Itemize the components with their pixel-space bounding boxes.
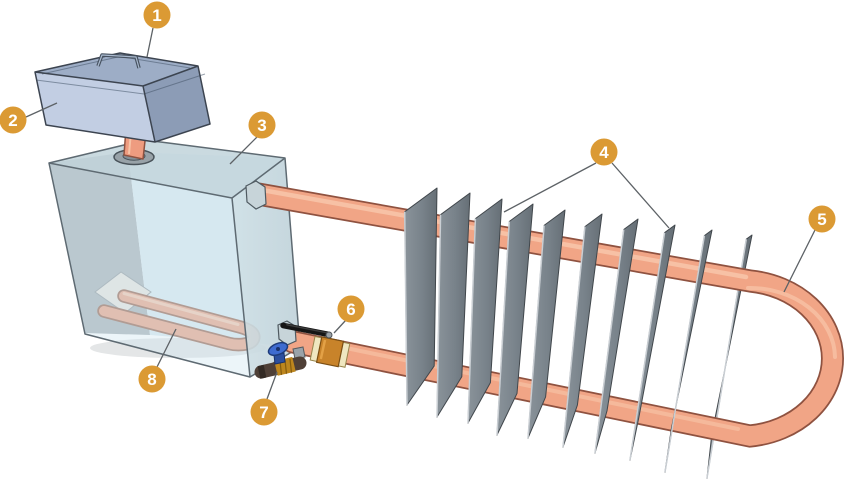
ball-valve: [280, 322, 351, 368]
expansion-tank-top-face: [35, 53, 198, 86]
ball-valve-body: [315, 336, 345, 368]
callout-number: 3: [257, 116, 266, 135]
callout-number: 7: [259, 403, 268, 422]
tank-top-face: [49, 140, 285, 198]
fin-edge-highlight: [664, 235, 706, 473]
callout-number: 8: [147, 370, 156, 389]
callout-number: 1: [152, 6, 161, 25]
leader-lines: [25, 27, 816, 400]
fin-edge-highlight: [527, 225, 545, 439]
expansion-tank-assembly: [34, 52, 211, 166]
leader-line-2: [25, 102, 58, 118]
fin-edge-highlight: [562, 226, 586, 448]
callout-1-expansion-tank-lid-handle: 1: [143, 1, 171, 29]
heater-tank: [48, 139, 301, 378]
callout-number: 5: [817, 210, 826, 229]
callout-circle: [143, 1, 171, 29]
leader-line-5: [783, 229, 816, 293]
callout-4-radiator-fins: 4: [590, 138, 618, 166]
leader-line-3: [229, 136, 258, 165]
drain-valve-handle-hub: [276, 347, 280, 351]
supply-hex-fitting: [245, 180, 267, 210]
return-pipe-highlight: [320, 341, 740, 431]
fin-edge-highlight: [629, 232, 666, 461]
fin-edge-highlight: [436, 214, 442, 418]
fin-edge-highlight: [403, 211, 408, 406]
callout-badges: 1 2 3 4 5 6 7 8: [0, 1, 836, 426]
fin-edge-highlight: [594, 229, 625, 454]
callout-number: 2: [8, 111, 17, 130]
drain-valve-attachment: [292, 346, 306, 360]
callout-circle: [808, 205, 836, 233]
ball-valve-lever: [280, 322, 332, 338]
lid-handle: [96, 53, 141, 69]
leader-line-7: [266, 371, 278, 400]
ball-valve-lever-sheen: [286, 324, 328, 334]
tank-front-glass: [49, 163, 250, 377]
drain-valve: [254, 341, 307, 379]
callout-3-heater-tank: 3: [248, 111, 276, 139]
callout-7-drain-valve: 7: [250, 398, 278, 426]
u-bend-highlight: [746, 285, 837, 359]
callout-number: 4: [599, 143, 609, 162]
lid-handle-sheen: [97, 54, 140, 69]
leader-line-4b: [611, 162, 670, 229]
callout-number: 6: [346, 300, 355, 319]
ball-valve-stem-bolt: [325, 331, 333, 339]
fin-edge-highlight: [467, 218, 477, 424]
leader-line-8: [156, 328, 177, 368]
callout-2-expansion-tank: 2: [0, 106, 27, 134]
callout-circle: [0, 106, 27, 134]
heating-element-highlight: [122, 292, 240, 326]
expansion-tank: [34, 52, 211, 143]
callout-5-pipe-u-bend: 5: [808, 205, 836, 233]
expansion-tank-edges: [34, 52, 211, 143]
fin-edge-highlight: [496, 221, 510, 436]
callout-circle: [250, 398, 278, 426]
callout-circle: [590, 138, 618, 166]
callout-6-ball-valve: 6: [337, 295, 365, 323]
expansion-tank-right-face: [143, 66, 210, 142]
copper-pipe: [248, 184, 843, 446]
leader-line-1: [146, 27, 154, 58]
radiator-fins: [403, 187, 713, 473]
callout-8-heating-element: 8: [138, 365, 166, 393]
ball-valve-body-highlight: [319, 339, 327, 360]
callout-circle: [138, 365, 166, 393]
callout-circle: [337, 295, 365, 323]
drain-valve-spout-cap: [257, 364, 267, 379]
leader-line-6: [333, 319, 347, 334]
expansion-tank-front-face: [35, 72, 155, 142]
leader-line-4a: [503, 162, 597, 213]
callout-circle: [248, 111, 276, 139]
